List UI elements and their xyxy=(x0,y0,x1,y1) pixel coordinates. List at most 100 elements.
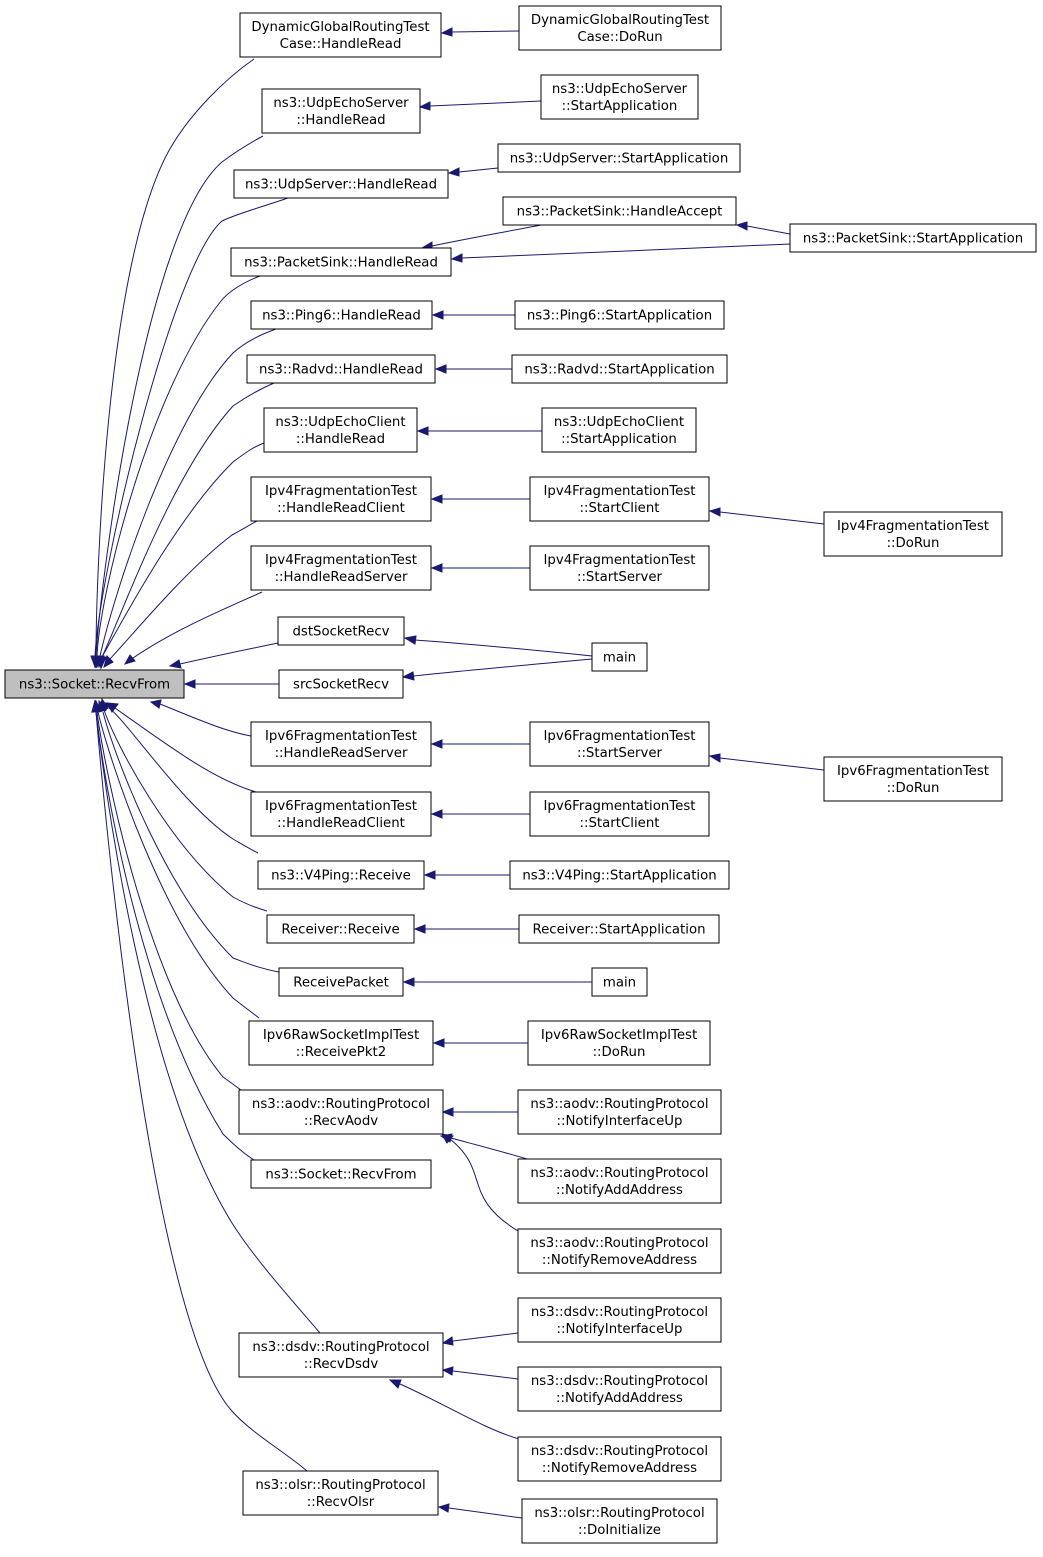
node-box xyxy=(517,1089,722,1135)
graph-node[interactable]: ns3::V4Ping::StartApplication xyxy=(509,860,730,890)
graph-node[interactable]: Ipv4FragmentationTest::StartServer xyxy=(529,545,710,591)
node-box xyxy=(250,545,432,591)
graph-node[interactable]: main xyxy=(591,642,648,672)
graph-node[interactable]: ns3::Ping6::HandleRead xyxy=(250,300,433,330)
edge-arrowhead xyxy=(401,671,415,681)
graph-node[interactable]: ns3::PacketSink::HandleRead xyxy=(230,247,452,277)
graph-node[interactable]: Ipv6FragmentationTest::StartServer xyxy=(529,721,710,767)
graph-node[interactable]: Ipv4FragmentationTest::HandleReadClient xyxy=(250,476,432,522)
node-box xyxy=(257,860,425,890)
edge-line xyxy=(413,658,593,677)
node-label: Case::DoRun xyxy=(577,30,662,45)
node-label: ns3::V4Ping::Receive xyxy=(271,869,411,884)
node-label: ns3::PacketSink::HandleRead xyxy=(244,256,438,271)
graph-node[interactable]: ns3::Ping6::StartApplication xyxy=(514,300,725,330)
node-box xyxy=(518,914,720,944)
graph-node[interactable]: ns3::dsdv::RoutingProtocol::RecvDsdv xyxy=(238,1332,444,1378)
graph-node[interactable]: ns3::dsdv::RoutingProtocol::NotifyAddAdd… xyxy=(517,1366,722,1412)
node-label: Ipv6FragmentationTest xyxy=(265,729,417,744)
graph-node[interactable]: Receiver::StartApplication xyxy=(518,914,720,944)
edge-line xyxy=(132,591,263,659)
edge-line xyxy=(451,30,520,33)
graph-node[interactable]: Ipv6FragmentationTest::DoRun xyxy=(823,756,1003,802)
node-label: dstSocketRecv xyxy=(292,625,389,640)
root-node[interactable]: ns3::Socket::RecvFrom xyxy=(4,669,185,699)
graph-node[interactable]: ReceivePacket xyxy=(278,967,404,997)
node-label: Ipv4FragmentationTest xyxy=(837,519,989,534)
node-label: ns3::dsdv::RoutingProtocol xyxy=(531,1374,708,1389)
graph-node[interactable]: main xyxy=(591,967,648,997)
node-box xyxy=(529,721,710,767)
edge-n17-to-n16 xyxy=(430,494,530,504)
graph-node[interactable]: dstSocketRecv xyxy=(277,616,405,646)
node-box xyxy=(238,1332,444,1378)
graph-node[interactable]: Ipv4FragmentationTest::StartClient xyxy=(529,476,710,522)
edge-arrowhead xyxy=(418,101,431,111)
node-box xyxy=(497,143,741,173)
node-box xyxy=(278,967,404,997)
node-label: Receiver::StartApplication xyxy=(532,923,705,938)
edge-line xyxy=(96,275,261,658)
graph-node[interactable]: ns3::aodv::RoutingProtocol::NotifyInterf… xyxy=(517,1089,722,1135)
graph-node[interactable]: ns3::UdpServer::StartApplication xyxy=(497,143,741,173)
graph-node[interactable]: ns3::UdpEchoServer::StartApplication xyxy=(540,74,699,120)
graph-node[interactable]: ns3::Radvd::HandleRead xyxy=(246,354,436,384)
graph-node[interactable]: Ipv4FragmentationTest::DoRun xyxy=(823,511,1003,557)
graph-node[interactable]: ns3::dsdv::RoutingProtocol::NotifyRemove… xyxy=(517,1436,722,1482)
edge-n18-to-n17 xyxy=(708,507,825,525)
graph-node[interactable]: ns3::UdpEchoClient::HandleRead xyxy=(263,407,418,453)
edge-line xyxy=(101,382,275,658)
node-box xyxy=(246,354,436,384)
graph-node[interactable]: Ipv6FragmentationTest::HandleReadClient xyxy=(250,791,432,837)
graph-node[interactable]: Ipv6RawSocketImplTest::DoRun xyxy=(527,1020,711,1066)
edge-n47-to-n46 xyxy=(437,1503,523,1519)
edge-n29-to-n0 xyxy=(99,701,259,854)
edge-line xyxy=(414,639,593,657)
edge-line xyxy=(429,100,542,107)
graph-node[interactable]: ns3::V4Ping::Receive xyxy=(257,860,425,890)
node-label: Ipv4FragmentationTest xyxy=(265,484,417,499)
graph-node[interactable]: ns3::aodv::RoutingProtocol::NotifyAddAdd… xyxy=(517,1158,722,1204)
graph-node[interactable]: Ipv6FragmentationTest::StartClient xyxy=(529,791,710,837)
graph-node[interactable]: ns3::aodv::RoutingProtocol::RecvAodv xyxy=(238,1089,444,1135)
graph-node[interactable]: srcSocketRecv xyxy=(278,669,404,699)
node-label: ::NotifyInterfaceUp xyxy=(557,1114,683,1129)
edge-n4-to-n3 xyxy=(418,100,542,111)
node-label: Receiver::Receive xyxy=(281,923,399,938)
graph-node[interactable]: Receiver::Receive xyxy=(266,914,415,944)
node-label: ::DoInitialize xyxy=(578,1523,661,1538)
graph-node[interactable]: ns3::dsdv::RoutingProtocol::NotifyInterf… xyxy=(517,1297,722,1343)
graph-node[interactable]: Ipv6FragmentationTest::HandleReadServer xyxy=(250,721,432,767)
graph-node[interactable]: ns3::Radvd::StartApplication xyxy=(511,354,728,384)
graph-node[interactable]: ns3::Socket::RecvFrom xyxy=(250,1159,432,1189)
graph-node[interactable]: ns3::UdpEchoClient::StartApplication xyxy=(541,407,697,453)
node-box xyxy=(239,12,442,58)
node-label: main xyxy=(603,976,636,991)
node-label: ::NotifyRemoveAddress xyxy=(542,1461,697,1476)
node-label: Ipv6RawSocketImplTest xyxy=(263,1028,419,1043)
node-label: Case::HandleRead xyxy=(280,37,402,52)
node-label: ::HandleReadClient xyxy=(277,501,405,516)
graph-node[interactable]: ns3::olsr::RoutingProtocol::RecvOlsr xyxy=(242,1470,439,1516)
graph-node[interactable]: ns3::UdpServer::HandleRead xyxy=(233,169,449,199)
edge-arrowhead xyxy=(416,426,429,436)
node-box xyxy=(248,1020,434,1066)
edge-n24-to-n0 xyxy=(149,699,252,737)
node-label: ns3::olsr::RoutingProtocol xyxy=(534,1506,704,1521)
node-box xyxy=(521,1498,718,1544)
graph-node[interactable]: ns3::UdpEchoServer::HandleRead xyxy=(261,88,421,134)
edge-n13-to-n12 xyxy=(434,364,512,374)
graph-node[interactable]: Ipv4FragmentationTest::HandleReadServer xyxy=(250,545,432,591)
node-box xyxy=(250,791,432,837)
edge-n43-to-n42 xyxy=(441,1332,519,1346)
graph-node[interactable]: ns3::aodv::RoutingProtocol::NotifyRemove… xyxy=(517,1228,722,1274)
edge-n3-to-n0 xyxy=(91,135,264,669)
graph-node[interactable]: ns3::PacketSink::StartApplication xyxy=(789,223,1037,253)
graph-node[interactable]: ns3::olsr::RoutingProtocol::DoInitialize xyxy=(521,1498,718,1544)
graph-node[interactable]: Ipv6RawSocketImplTest::ReceivePkt2 xyxy=(248,1020,434,1066)
graph-node[interactable]: ns3::PacketSink::HandleAccept xyxy=(502,196,737,226)
edge-arrowhead xyxy=(149,699,162,709)
node-box xyxy=(529,791,710,837)
